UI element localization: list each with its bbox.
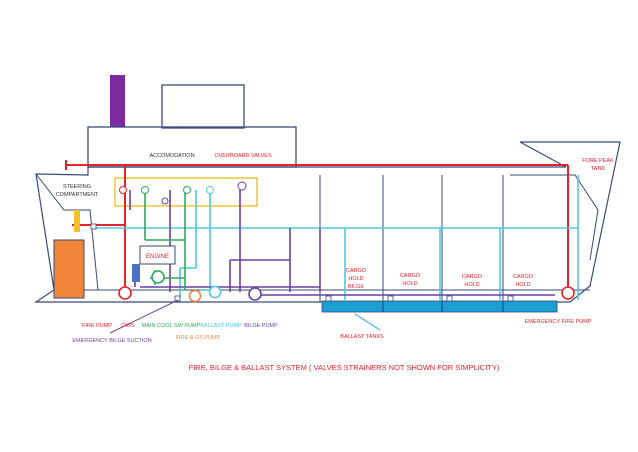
ows-label: OWS [121,323,134,329]
ballast-pump-label: BALLAST PUMP [200,323,242,329]
main-cool-sw-pump-label: MAIN COOL SW PUMP [142,323,201,329]
bridge-house [161,84,245,129]
ows-icon [132,264,140,282]
cargo-hold-3-label-line2: HOLD [515,282,530,288]
fire-main-piping [65,160,569,292]
overboard-valves-label: OVERBOARD VALVES [214,153,272,159]
accommodation-label: ACCOMODATION [149,153,194,159]
diagram-title: FIRE, BILGE & BALLAST SYSTEM ( VALVES ST… [189,363,500,372]
fire-gs-pump-label: FIRE & GS PUMP [176,335,221,341]
bilge-piping [129,190,555,296]
overboard-valve-4 [183,186,191,194]
emergency-fire-pump-label: EMERGENCY FIRE PUMP [525,319,592,325]
valve-marker-steering [90,223,97,230]
steering-label-line2: COMPARTMENT [56,192,99,198]
cargo-hold-3-label-line1: CARGO [513,274,534,280]
overboard-valve-1 [119,186,127,194]
steering-gear-block [53,239,85,299]
ballast-piping [93,175,579,300]
ballast-tanks-leader [354,313,381,331]
fore-peak-tank-label-line2: TANK [591,166,606,172]
cargo-hold-bilge-label-line1: CARGO [346,268,367,274]
emergency-bilge-suction-label: EMERGENCY BILGE SUCTION [72,338,151,344]
main-cool-sw-pump-icon [151,270,165,284]
accommodation-block [87,126,297,168]
ballast-tanks-label: BALLAST TANKS [340,334,384,340]
fire-pump-icon [118,286,132,300]
fire-pump-label: FIRE PUMP [82,323,112,329]
bilge-suction-marker-3 [446,295,453,302]
cargo-hold-bilge-label-line2: HOLD [348,276,363,282]
cargo-hold-1-label-line2: HOLD [402,281,417,287]
cargo-hold-2-label-line1: CARGO [462,274,483,280]
overboard-valve-6 [237,181,247,191]
overboard-valve-3 [161,197,169,205]
ballast-tanks-bar [321,300,558,313]
engine-box [139,245,176,265]
emergency-fire-pump-icon [561,286,575,300]
hull-outline [34,141,621,303]
cargo-hold-1-label-line1: CARGO [400,273,421,279]
fore-peak-outline [510,174,599,261]
fore-peak-tank-label-line1: FORE PEAK [582,158,614,164]
fire-gs-pump-icon [188,289,202,303]
bilge-suction-marker-2 [387,295,394,302]
overboard-valves-box [114,177,258,207]
bilge-suction-marker-4 [507,295,514,302]
emergency-bilge-suction-leader [109,299,179,334]
funnel [110,75,125,127]
bilge-pump-icon [248,287,262,301]
cooling-piping [144,190,186,290]
rudder-stock [74,210,80,232]
cargo-hold-bilge-label-line3: BILGE [348,284,365,290]
steering-label-line1: STEERING [63,184,91,190]
ballast-pump-icon [208,285,222,299]
engine-label: ENGINE [146,254,169,260]
bilge-suction-marker-1 [325,295,332,302]
bilge-suction-marker-er [174,295,181,302]
overboard-valve-5 [206,186,214,194]
overboard-valve-2 [141,186,149,194]
cargo-hold-2-label-line2: HOLD [464,282,479,288]
bilge-pump-label: BILGE PUMP [244,323,278,329]
